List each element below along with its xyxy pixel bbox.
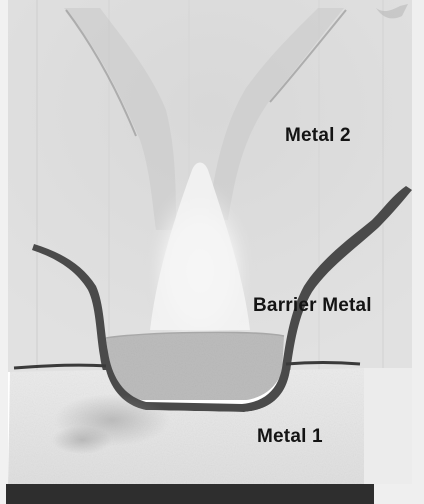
substrate-band [6,484,374,504]
metal2-label: Metal 2 [285,126,351,145]
barrier-metal-label: Barrier Metal [253,296,372,315]
metal1-label: Metal 1 [257,427,323,446]
via-plug [106,332,284,400]
